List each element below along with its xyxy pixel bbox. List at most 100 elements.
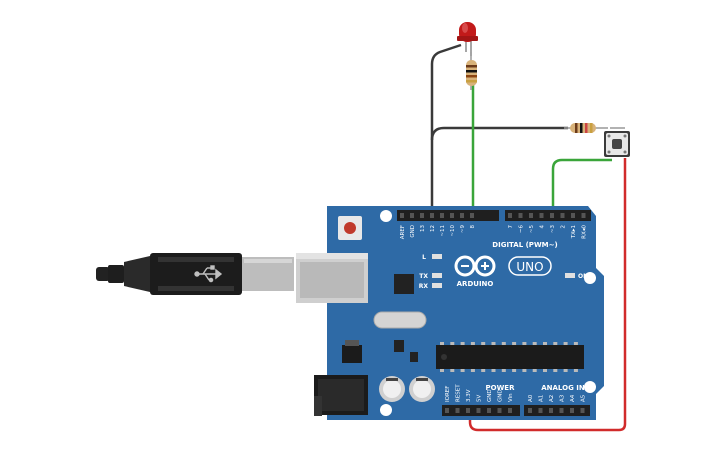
digital-pin[interactable] <box>470 213 474 218</box>
capacitor <box>379 376 405 402</box>
pushbutton[interactable] <box>604 127 630 157</box>
usb-b-cable[interactable] <box>96 253 294 295</box>
mount-hole <box>584 272 596 284</box>
digital-pin[interactable] <box>560 213 565 218</box>
power-pin-label: GND <box>498 389 504 402</box>
digital-pin[interactable] <box>410 213 414 218</box>
digital-pin[interactable] <box>539 213 544 218</box>
mount-hole <box>380 210 392 222</box>
analog-pin-label: A1 <box>539 395 545 402</box>
power-pin[interactable] <box>476 408 481 413</box>
analog-pin[interactable] <box>538 408 543 413</box>
small-chip <box>410 352 418 362</box>
led-indicator-rx: RX <box>419 283 442 290</box>
analog-pin[interactable] <box>580 408 585 413</box>
digital-pin[interactable] <box>420 213 424 218</box>
arduino-logo: ARDUINO <box>454 255 496 288</box>
resistor-pulldown[interactable] <box>564 123 608 133</box>
power-pin[interactable] <box>508 408 512 413</box>
power-pin-label: 5V <box>477 395 483 402</box>
digital-pin-label: ~11 <box>440 225 446 237</box>
digital-pin[interactable] <box>571 213 575 218</box>
digital-pin-label: 2 <box>561 225 567 229</box>
power-pin-label: RESET <box>456 384 462 402</box>
wire-green-pin2[interactable] <box>551 158 612 213</box>
svg-text:ON: ON <box>578 273 588 280</box>
digital-pin[interactable] <box>550 213 554 218</box>
crystal-oscillator <box>373 311 427 329</box>
power-pin-label: IOREF <box>445 386 451 402</box>
svg-text:RX: RX <box>419 283 429 290</box>
analog-pin-label: A0 <box>528 394 534 402</box>
digital-pin[interactable] <box>440 213 444 218</box>
power-pin[interactable] <box>445 408 449 413</box>
digital-pin-label: 7 <box>508 225 514 229</box>
digital-pin-label: ~10 <box>450 225 456 237</box>
digital-pin-label: 8 <box>470 225 476 229</box>
analog-pin[interactable] <box>528 408 532 413</box>
svg-text:TX: TX <box>419 273 428 280</box>
led-red[interactable] <box>457 22 478 56</box>
power-pin[interactable] <box>466 408 470 413</box>
digital-pin-label: AREF <box>400 225 406 239</box>
power-pin-label: Vin <box>508 393 514 402</box>
digital-pin[interactable] <box>430 213 434 218</box>
dc-power-jack[interactable] <box>314 375 368 416</box>
resistor-led[interactable] <box>466 52 477 90</box>
usb-port[interactable] <box>296 253 368 303</box>
power-pin[interactable] <box>487 408 491 413</box>
analog-pin-label: A3 <box>560 394 566 402</box>
usb-chip <box>394 274 414 294</box>
atmega-chip <box>436 342 584 372</box>
digital-pin[interactable] <box>581 213 586 218</box>
power-header[interactable]: IOREF RESET 3.3V 5V GND GND Vin POWER <box>442 384 520 416</box>
digital-pin[interactable] <box>518 213 523 218</box>
mount-hole <box>584 381 596 393</box>
uno-badge: UNO <box>508 256 552 276</box>
analog-header[interactable]: A0 A1 A2 A3 A4 A5 ANALOG IN <box>524 384 590 416</box>
voltage-regulator <box>342 340 362 363</box>
wire-black-led-gnd[interactable] <box>430 43 462 213</box>
digital-pin-label: 13 <box>420 225 426 232</box>
usb-icon <box>194 265 223 283</box>
power-header-label: POWER <box>486 384 516 392</box>
digital-pin-label: ~3 <box>550 225 556 234</box>
digital-pin-label: TX▸1 <box>571 225 577 239</box>
brand-label: ARDUINO <box>457 280 494 288</box>
analog-pin-label: A5 <box>581 394 587 402</box>
digital-pin[interactable] <box>400 213 404 218</box>
analog-pin[interactable] <box>570 408 574 413</box>
digital-pin-label: ~5 <box>529 225 535 234</box>
capacitor <box>409 376 435 402</box>
digital-pin-label: ~9 <box>460 225 466 234</box>
svg-text:UNO: UNO <box>516 260 543 274</box>
analog-pin[interactable] <box>549 408 553 413</box>
led-indicator-l: L <box>422 254 442 261</box>
digital-pin-label: RX◂0 <box>582 225 588 239</box>
power-pin-label: GND <box>487 389 493 402</box>
analog-pin[interactable] <box>559 408 564 413</box>
wire-black-gnd-resistor[interactable] <box>430 126 568 141</box>
analog-pin-label: A4 <box>570 394 576 402</box>
digital-pin-label: ~6 <box>519 225 525 234</box>
arduino-board[interactable]: L TX RX ON ARDUINO UNO <box>296 206 604 420</box>
wires <box>430 43 627 432</box>
digital-header-label: DIGITAL (PWM~) <box>492 241 557 249</box>
digital-pin-label: 4 <box>540 225 546 229</box>
small-chip <box>394 340 404 352</box>
power-pin[interactable] <box>455 408 460 413</box>
digital-pin[interactable] <box>508 213 512 218</box>
digital-pin[interactable] <box>529 213 533 218</box>
digital-pin[interactable] <box>450 213 454 218</box>
digital-pin[interactable] <box>460 213 464 218</box>
reset-button[interactable] <box>338 216 362 240</box>
led-indicator-on: ON <box>565 273 588 280</box>
analog-pin-label: A2 <box>549 395 555 402</box>
power-pin-label: 3.3V <box>466 389 472 402</box>
analog-header-label: ANALOG IN <box>541 384 585 392</box>
wire-red-5v[interactable] <box>468 158 627 432</box>
digital-pin-label: 12 <box>430 225 436 232</box>
power-pin[interactable] <box>497 408 502 413</box>
